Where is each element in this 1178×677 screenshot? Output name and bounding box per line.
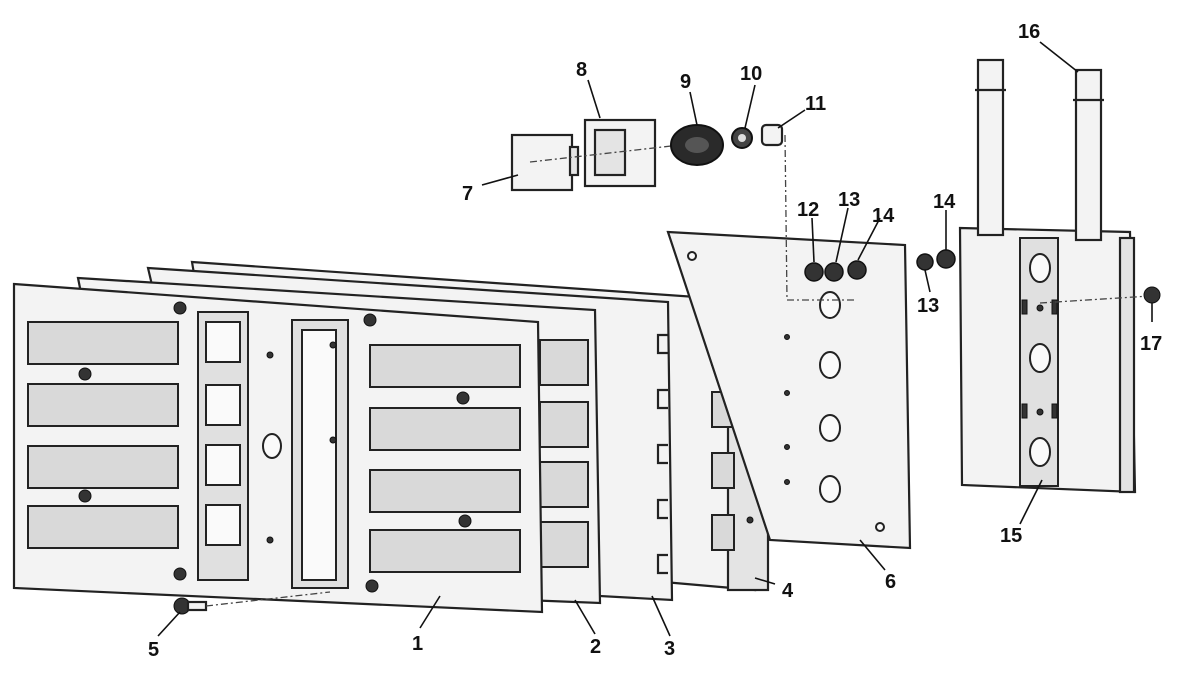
part-6-plate <box>666 230 912 550</box>
label-part-9: 9 <box>680 71 691 93</box>
part-15-bracket <box>958 226 1151 494</box>
part-13-washer-right <box>916 253 934 271</box>
label-part-16: 16 <box>1018 21 1040 43</box>
label-part-8: 8 <box>576 59 587 81</box>
label-part-3: 3 <box>664 638 675 660</box>
label-part-5: 5 <box>148 639 159 661</box>
part-12-washer <box>804 262 824 282</box>
part-14-nut-right <box>936 249 956 269</box>
label-part-1: 1 <box>412 633 423 655</box>
label-part-10: 10 <box>740 63 762 85</box>
label-part-15: 15 <box>1000 525 1022 547</box>
label-part-7: 7 <box>462 183 473 205</box>
leader-lines <box>157 41 1153 637</box>
label-part-2: 2 <box>590 636 601 658</box>
part-16-tabs <box>975 58 1104 242</box>
part-13-washer <box>824 262 844 282</box>
part-11-nut <box>760 123 788 301</box>
part-8-housing <box>529 118 681 188</box>
part-9-seal <box>670 124 724 166</box>
label-part-4: 4 <box>782 580 794 602</box>
part-7-cap <box>510 133 580 192</box>
part-5-screw <box>173 591 331 615</box>
label-part-6: 6 <box>885 571 896 593</box>
part-1-front-plate <box>12 282 544 614</box>
label-part-17: 17 <box>1140 333 1162 355</box>
part-17-screw <box>1143 286 1161 304</box>
label-part-13: 13 <box>838 189 860 211</box>
label-part-13-right: 13 <box>917 295 939 317</box>
part-10-washer <box>731 127 753 149</box>
label-part-11: 11 <box>805 93 826 115</box>
part-14-nut <box>847 260 867 280</box>
label-part-14: 14 <box>872 205 895 227</box>
label-part-14-right: 14 <box>933 191 956 213</box>
label-part-12: 12 <box>797 199 819 221</box>
